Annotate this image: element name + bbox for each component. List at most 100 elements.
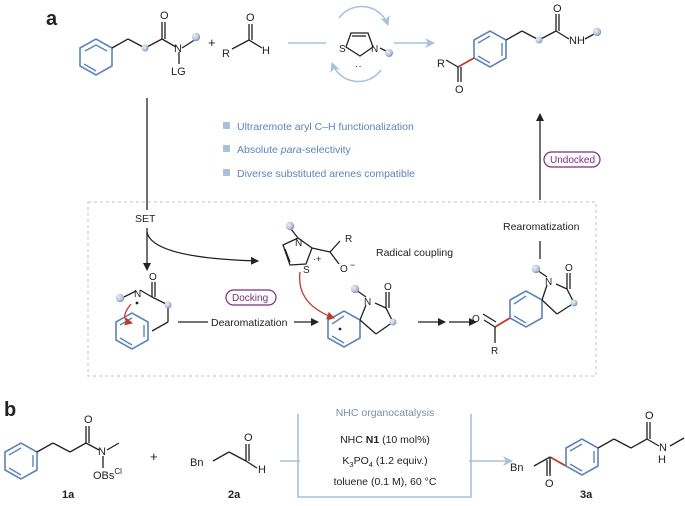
panel-a-letter: a [46, 8, 58, 30]
feature-bullet-1 [223, 122, 230, 129]
spiro2-R: R [491, 346, 498, 357]
amidyl-N: N [134, 289, 141, 300]
breslow-S: S [303, 265, 310, 276]
breslow-N: N [295, 238, 302, 249]
undocked-badge [543, 151, 601, 168]
product-H-b: H [658, 454, 666, 466]
feature-bullet-2 [223, 145, 230, 152]
breslow-charge: ·+ [313, 254, 321, 264]
feature-2-suffix: -selectivity [302, 144, 352, 156]
feature-2: Absolute para-selectivity [237, 144, 352, 156]
product-R: R [437, 58, 445, 70]
conditions-title-bg [300, 405, 469, 419]
reactant-N: N [174, 43, 182, 55]
breslow-ball [285, 221, 295, 231]
spiro2-N: N [545, 277, 552, 288]
breslow-radical [282, 228, 341, 266]
dearom-label-bg [208, 315, 294, 329]
plus-sign-b: + [150, 449, 158, 464]
reactant-O: O [160, 10, 169, 22]
cond1-prefix: NHC [340, 434, 366, 446]
feature-3: Diverse substituted arenes compatible [237, 168, 415, 180]
substrate-N: N [98, 446, 106, 458]
substrate-obs-text: OBs [93, 470, 115, 482]
aldehyde-Bn: Bn [190, 457, 203, 469]
docking-label: Docking [232, 293, 268, 304]
conditions-line-1: NHC N1 (10 mol%) [340, 434, 430, 446]
feature-2-italic: para [280, 144, 302, 156]
conditions-title: NHC organocatalysis [336, 407, 435, 419]
mechanism-box [87, 201, 597, 377]
spiro-radical-dot [338, 327, 342, 331]
coupling-red-arrow [298, 271, 335, 320]
docking-badge [225, 289, 277, 306]
substrate-OBs: OBsCl [93, 467, 122, 482]
cond2-sub4: 4 [369, 460, 373, 469]
product-id: 3a [580, 489, 593, 501]
spiro2-ball-1 [531, 264, 541, 274]
amidyl-ball-2 [164, 301, 172, 309]
aldehyde-H-b: H [258, 464, 266, 476]
aldehyde-O-b: O [244, 432, 253, 444]
product-O: O [455, 84, 464, 96]
reactant-aldehyde [231, 24, 263, 50]
aldehyde-2a [212, 444, 258, 469]
dearomatization-label: Dearomatization [211, 317, 288, 329]
product-amide-O: O [553, 3, 562, 15]
conditions-line-3: toluene (0.1 M), 60 °C [334, 476, 437, 488]
substrate-1a [4, 426, 120, 480]
aldehyde-R: R [222, 48, 230, 60]
spiro2-ball-2 [570, 299, 578, 307]
product-ball-2 [592, 27, 602, 37]
cond2-rest: (1.2 equiv.) [373, 455, 428, 467]
product-N-b: N [659, 442, 667, 454]
spiro-ball-1 [350, 284, 360, 294]
nhc-carbene-dots: ·· [355, 61, 362, 72]
feature-2-prefix: Absolute [237, 144, 281, 156]
nhc-N: N [371, 44, 378, 55]
amidyl-radical [115, 282, 169, 350]
spiro2-ketone-O: O [472, 314, 480, 325]
nhc-ball [385, 49, 393, 57]
cond2-k: K [342, 455, 349, 467]
feature-list: Ultraremote aryl C–H functionalization A… [223, 121, 415, 180]
cond2-po: PO [354, 455, 369, 467]
panel-b-letter: b [4, 399, 16, 421]
undocked-label: Undocked [550, 155, 595, 166]
product-amide-O-b: O [645, 410, 654, 422]
conditions-bracket [297, 414, 472, 498]
amidyl-radical-dot [135, 301, 139, 305]
aldehyde-H: H [262, 45, 270, 57]
substrate-cl-text: Cl [114, 467, 122, 476]
spiro-ketone [482, 269, 575, 343]
spiro-radical [327, 289, 394, 348]
radical-ball [141, 44, 149, 52]
spiro-O: O [384, 282, 392, 293]
product-O-b: O [545, 478, 554, 490]
nhc-S: S [339, 44, 346, 55]
spiro-ball-2 [389, 318, 397, 326]
breslow-O: O [340, 264, 348, 275]
docking-red-arrow [124, 303, 133, 326]
aldehyde-O: O [246, 12, 255, 24]
feature-bullet-3 [223, 169, 230, 176]
substrate-id: 1a [62, 489, 75, 501]
nhc-cycle-arc-top [338, 5, 390, 26]
leaving-group-label: LG [171, 66, 186, 78]
conditions-body-bg [300, 430, 469, 490]
cond1-bold: N1 [366, 434, 380, 446]
spiro-N: N [364, 297, 371, 308]
product-3a [533, 422, 685, 476]
product-H: H [577, 35, 585, 47]
conditions-line-2: K3PO4 (1.2 equiv.) [342, 455, 427, 469]
breslow-R: R [345, 234, 352, 245]
set-curve-arrow [146, 231, 259, 265]
spiro2-O: O [565, 263, 573, 274]
product-Bn: Bn [510, 462, 523, 474]
amidyl-ball-1 [115, 293, 125, 303]
set-label: SET [135, 213, 156, 225]
breslow-minus: − [350, 260, 355, 270]
cond2-sub3: 3 [349, 460, 353, 469]
cond1-suffix: (10 mol%) [379, 434, 430, 446]
